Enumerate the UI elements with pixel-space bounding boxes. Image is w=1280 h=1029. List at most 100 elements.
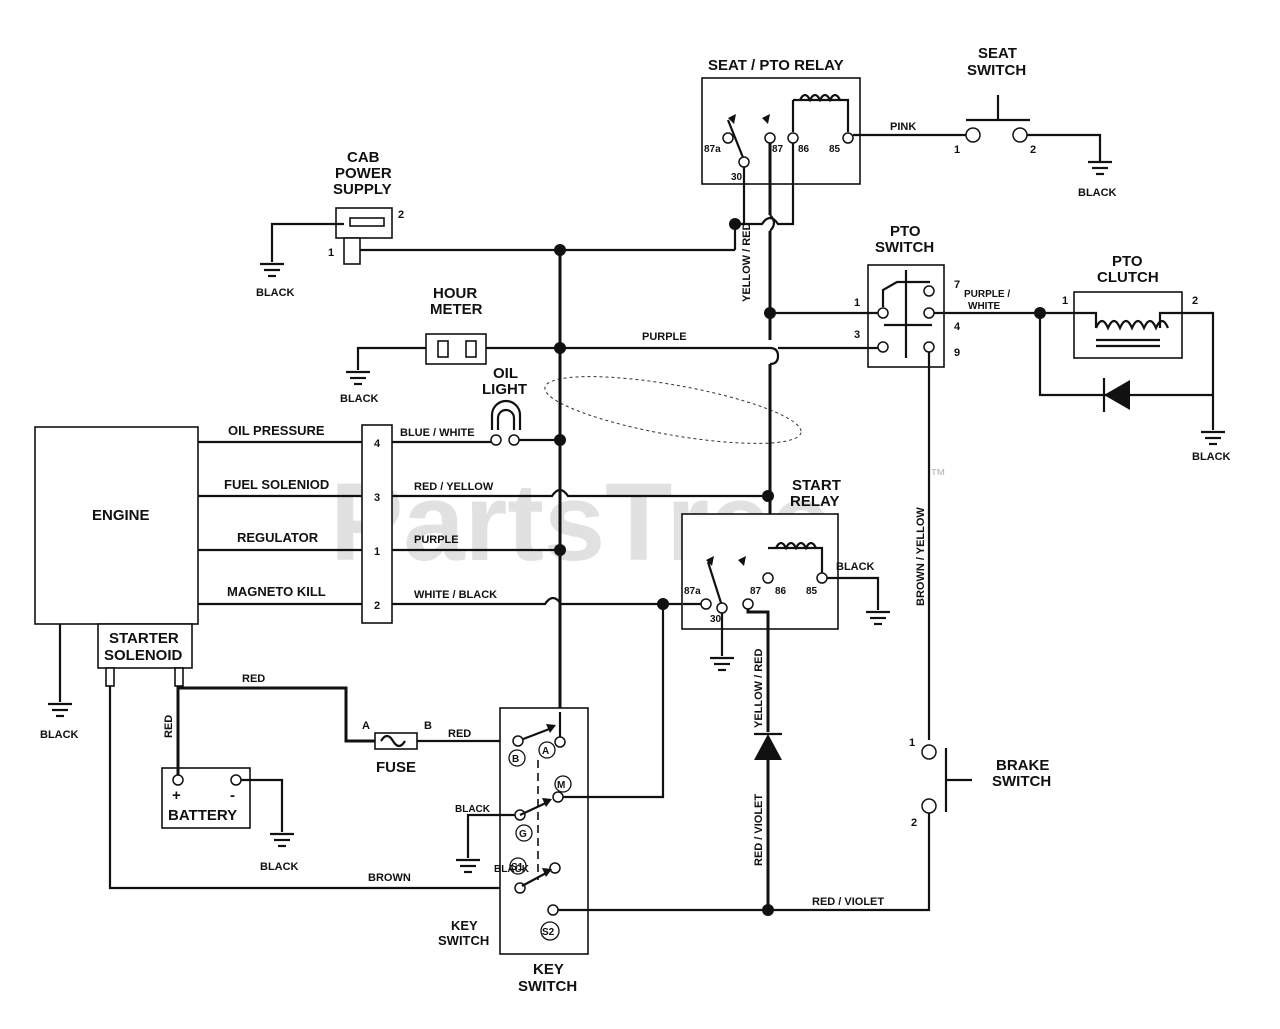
watermark-tm: ™	[930, 467, 946, 484]
battery-title: BATTERY	[168, 807, 237, 824]
terminal-name-fuel-solenoid: FUEL SOLENIOD	[224, 477, 329, 492]
terminal-name-magneto-kill: MAGNETO KILL	[227, 584, 326, 599]
seat-switch-pin-2: 2	[1030, 144, 1036, 156]
pto-clutch-title-2: CLUTCH	[1097, 269, 1159, 286]
cab-pin-1: 1	[328, 247, 334, 259]
oil-light-title-2: LIGHT	[482, 381, 527, 398]
cab-power-supply: CAB POWER SUPPLY 2 1 BLACK	[256, 149, 735, 299]
relay-pin-86: 86	[798, 144, 810, 155]
wire-label-brown-yellow: BROWN / YELLOW	[915, 507, 927, 606]
pto-pin-3: 3	[854, 329, 860, 341]
wire-label-purple-white-1: PURPLE /	[964, 289, 1010, 300]
engine: ENGINE STARTER SOLENOID BLACK	[34, 426, 199, 741]
pto-pin-1: 1	[854, 297, 860, 309]
seat-switch-pin-1: 1	[954, 144, 960, 156]
terminal-pin-1: 1	[374, 546, 380, 558]
pto-pin-7: 7	[954, 279, 960, 291]
key-switch: A B M G BLACK S1 BLACK S2 KEY SWITCH KEY…	[438, 604, 768, 995]
start-relay-title-2: RELAY	[790, 493, 839, 510]
brake-pin-1: 1	[909, 737, 915, 749]
lamp-icon	[490, 399, 522, 430]
seat-pto-relay: SEAT / PTO RELAY 87a 30 87 86 85	[701, 57, 861, 185]
ground-icon	[346, 370, 370, 386]
fuse-b: B	[424, 720, 432, 732]
terminal-name-oil-pressure: OIL PRESSURE	[228, 423, 325, 438]
starter-solenoid-title-1: STARTER	[109, 630, 179, 647]
key-terminal-b: B	[512, 754, 519, 765]
ground-icon	[260, 262, 284, 278]
fuse-icon	[380, 734, 406, 748]
wire-label-white-black: WHITE / BLACK	[414, 589, 497, 601]
seat-switch-title-2: SWITCH	[967, 62, 1026, 79]
pto-switch-title-1: PTO	[890, 223, 921, 240]
key-terminal-m: M	[557, 780, 565, 791]
brake-switch: BRAKE SWITCH 1 2 RED / VIOLET	[768, 737, 1051, 912]
seat-switch-title-1: SEAT	[978, 45, 1017, 62]
seat-pto-relay-box	[701, 77, 861, 185]
pto-pin-9: 9	[954, 347, 960, 359]
wire-label-yellow-red-top: YELLOW / RED	[741, 223, 753, 303]
battery: + - BATTERY BLACK	[161, 767, 299, 873]
wire-label-red-2: RED	[448, 728, 471, 740]
brake-pin-2: 2	[911, 817, 917, 829]
engine-title: ENGINE	[92, 507, 150, 524]
key-side-1: KEY	[451, 918, 478, 933]
battery-ground-label: BLACK	[260, 861, 299, 873]
cab-pin-2: 2	[398, 209, 404, 221]
wire-label-red-yellow: RED / YELLOW	[414, 481, 494, 493]
fuse-title: FUSE	[376, 759, 416, 776]
wire-label-red-1: RED	[242, 673, 265, 685]
cab-title-3: SUPPLY	[333, 181, 392, 198]
start-relay: START RELAY 87a 30 87 86 85 BLACK	[657, 477, 890, 672]
wire-label-red-violet-horizontal: RED / VIOLET	[812, 896, 884, 908]
engine-ground-label: BLACK	[40, 729, 79, 741]
wire-label-pink: PINK	[890, 121, 916, 133]
pto-clutch-ground-label: BLACK	[1192, 451, 1231, 463]
pto-clutch-pin-2: 2	[1192, 295, 1198, 307]
wire-label-purple-mid: PURPLE	[414, 534, 459, 546]
wire-label-blue-white: BLUE / WHITE	[400, 427, 475, 439]
ground-icon	[1088, 160, 1112, 176]
fuse: A B FUSE RED	[362, 720, 512, 776]
wire-label-purple-white-2: WHITE	[968, 301, 1001, 312]
wire-label-yellow-red-bottom: YELLOW / RED	[753, 649, 765, 729]
terminal-pin-2: 2	[374, 600, 380, 612]
relay-pin-85: 85	[829, 144, 841, 155]
battery-plus: +	[172, 787, 181, 804]
ground-icon	[456, 858, 480, 874]
start-relay-pin-87a: 87a	[684, 586, 701, 597]
hour-meter-title-1: HOUR	[433, 285, 477, 302]
relay-pin-30: 30	[731, 172, 743, 183]
pto-clutch-title-1: PTO	[1112, 253, 1143, 270]
hour-meter: HOUR METER BLACK PURPLE	[340, 285, 780, 405]
relay-pin-87: 87	[772, 144, 784, 155]
wire-label-red-violet-vertical: RED / VIOLET	[753, 794, 765, 866]
seat-pto-relay-title: SEAT / PTO RELAY	[708, 57, 844, 74]
start-relay-pin-87: 87	[750, 586, 762, 597]
wire-label-purple-top: PURPLE	[642, 331, 687, 343]
relay-pin-87a: 87a	[704, 144, 721, 155]
hour-meter-ground-label: BLACK	[340, 393, 379, 405]
wire-label-red-vertical: RED	[163, 715, 175, 738]
start-relay-pin-85: 85	[806, 586, 818, 597]
pto-switch: PTO SWITCH 1 3 7 4 9 PURPLE / WHITE BROW…	[770, 223, 1040, 740]
key-switch-title-2: SWITCH	[518, 978, 577, 995]
pto-clutch-pin-1: 1	[1062, 295, 1068, 307]
ground-icon	[48, 702, 72, 718]
key-terminal-g: G	[519, 829, 527, 840]
seat-switch: SEAT SWITCH 1 2 BLACK PINK	[853, 45, 1117, 199]
start-relay-black-label: BLACK	[836, 561, 875, 573]
cab-title-2: POWER	[335, 165, 392, 182]
ground-icon	[1201, 430, 1225, 446]
engine-terminal-block: OIL PRESSURE FUEL SOLENIOD REGULATOR MAG…	[198, 423, 768, 624]
pto-clutch: PTO CLUTCH 1 2 BLACK	[1034, 253, 1231, 463]
diode-icon	[1102, 378, 1130, 412]
cab-title-1: CAB	[347, 149, 380, 166]
key-terminal-s1: S1	[511, 862, 524, 873]
key-terminal-a: A	[542, 746, 549, 757]
pto-pin-4: 4	[954, 321, 961, 333]
terminal-pin-3: 3	[374, 492, 380, 504]
pto-switch-title-2: SWITCH	[875, 239, 934, 256]
relay-coil-icon	[775, 541, 817, 551]
start-relay-title-1: START	[792, 477, 841, 494]
